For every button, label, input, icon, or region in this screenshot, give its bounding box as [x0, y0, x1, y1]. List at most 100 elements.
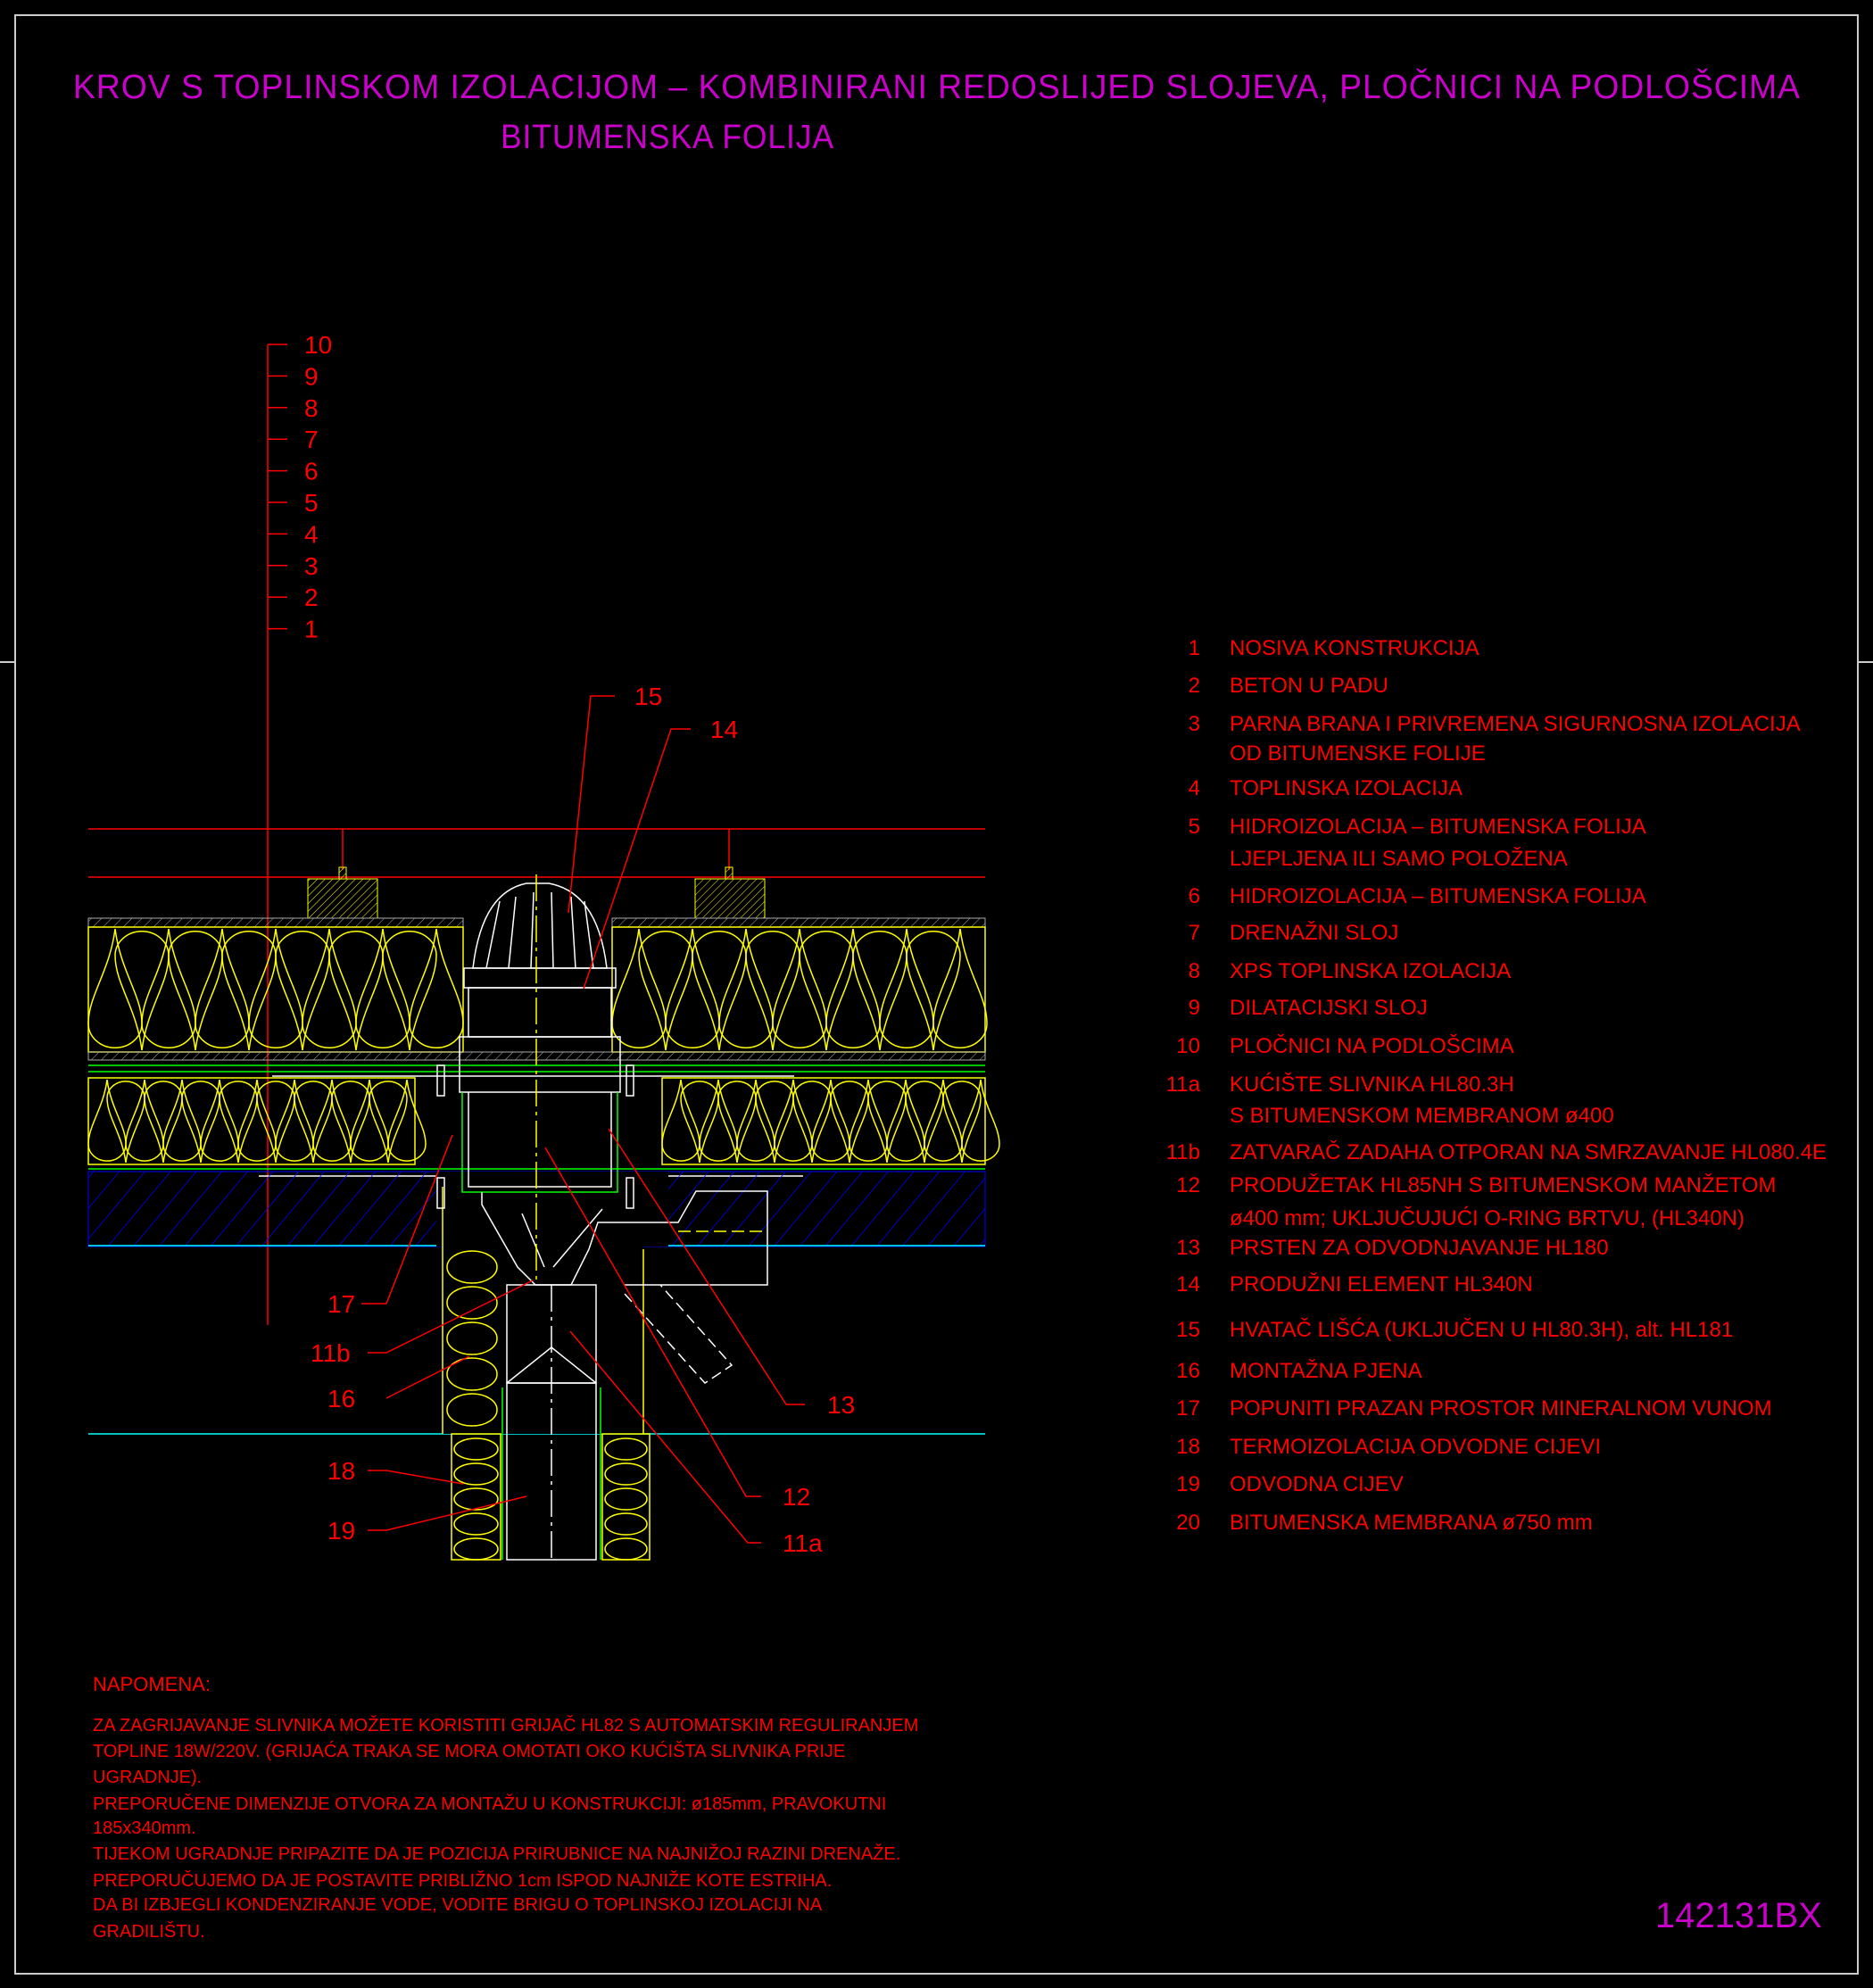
legend-item: 7 DRENAŽNI SLOJ — [1189, 921, 1399, 945]
legend-text: LJEPLJENA ILI SAMO POLOŽENA — [1230, 847, 1568, 871]
wool-loop — [718, 928, 774, 1048]
paver-support-left — [307, 878, 378, 919]
wool-loop — [879, 928, 934, 1048]
flange-clamps — [436, 1064, 634, 1209]
legend-text: BITUMENSKA MEMBRANA ø750 mm — [1230, 1511, 1593, 1535]
wool-loop — [792, 1081, 832, 1164]
wool-loop — [446, 1357, 498, 1391]
notes-heading: NAPOMENA: — [93, 1673, 211, 1695]
legend-item: 13 PRSTEN ZA ODVODNJAVANJE HL180 — [1176, 1236, 1608, 1260]
wool-loop — [328, 931, 384, 1051]
wool-loop — [830, 1081, 869, 1164]
wool-loop — [604, 1462, 648, 1486]
wool-loop — [446, 1393, 498, 1427]
wool-loop — [604, 1487, 648, 1511]
legend-number: 11b — [1166, 1140, 1200, 1164]
wool-loop — [382, 931, 437, 1051]
wool-loop — [221, 931, 277, 1051]
legend-text: HIDROIZOLACIJA – BITUMENSKA FOLIJA — [1230, 815, 1646, 839]
wool-loop — [446, 1250, 498, 1284]
legend-text: MONTAŽNA PJENA — [1230, 1359, 1422, 1383]
legend-text: HVATAČ LIŠĆA (UKLJUČEN U HL80.3H), alt. … — [1230, 1317, 1733, 1342]
legend-text: DILATACIJSKI SLOJ — [1230, 996, 1428, 1020]
wool-loop — [141, 928, 196, 1048]
wool-loop — [774, 1079, 813, 1162]
legend-number: 15 — [1176, 1318, 1200, 1342]
legend-item: 8 XPS TOPLINSKA IZOLACIJA — [1189, 959, 1512, 983]
note-line: TOPLINE 18W/220V. (GRIJAĆA TRAKA SE MORA… — [93, 1741, 845, 1761]
legend-text: POPUNITI PRAZAN PROSTOR MINERALNOM VUNOM — [1230, 1396, 1772, 1421]
legend-number: 14 — [1176, 1272, 1200, 1296]
roof-drain-section: 15 14 17 11b 16 18 19 13 12 11a — [87, 683, 1000, 1561]
legend-text: XPS TOPLINSKA IZOLACIJA — [1230, 959, 1511, 983]
wool-loop — [699, 1079, 738, 1162]
legend-number: 13 — [1176, 1236, 1200, 1260]
legend-number: 6 — [1189, 884, 1200, 908]
wool-loop — [237, 1079, 277, 1162]
scale-label: 4 — [304, 520, 319, 548]
legend-text: S BITUMENSKOM MEMBRANOM ø400 — [1230, 1104, 1614, 1128]
legend-number: 20 — [1176, 1511, 1200, 1535]
wool-loop — [906, 931, 961, 1051]
legend-text: PRSTEN ZA ODVODNJAVANJE HL180 — [1230, 1236, 1609, 1260]
legend-text: ZATVARAČ ZADAHA OTPORAN NA SMRZAVANJE HL… — [1230, 1139, 1827, 1164]
legend-number: 11a — [1166, 1073, 1201, 1097]
wool-loop — [745, 931, 800, 1051]
note-line: GRADILIŠTU. — [93, 1921, 205, 1942]
legend-number: 3 — [1189, 712, 1200, 736]
wool-loop — [717, 1081, 757, 1164]
legend-number: 16 — [1176, 1359, 1200, 1383]
wool-loop — [811, 1079, 850, 1162]
note-line: DA BI IZBJEGLI KONDENZIRANJE VODE, VODIT… — [93, 1895, 823, 1915]
wool-loop — [87, 928, 143, 1048]
dilatation-layer-left — [87, 917, 464, 928]
leader-lines — [361, 695, 805, 1544]
wool-loop — [453, 1437, 499, 1461]
notes: NAPOMENA: ZA ZAGRIJAVANJE SLIVNIKA MOŽET… — [93, 1673, 918, 1942]
wool-loop — [453, 1462, 499, 1486]
wool-loop — [248, 928, 303, 1048]
wool-loop — [369, 1081, 408, 1164]
wool-loop — [312, 1079, 352, 1162]
wool-loop — [924, 1079, 963, 1162]
scale-label: 3 — [304, 552, 319, 580]
legend-text: DRENAŽNI SLOJ — [1230, 921, 1398, 945]
wool-loop — [638, 931, 693, 1051]
wool-loop — [195, 928, 250, 1048]
scale-label: 9 — [304, 362, 319, 390]
dilatation-layer-right — [611, 917, 986, 928]
callout-17: 17 — [327, 1290, 355, 1318]
note-line: PREPORUČUJEMO DA JE POSTAVITE PRIBLIŽNO … — [93, 1870, 832, 1891]
scale-label: 6 — [304, 458, 319, 485]
mineral-wool-fill — [446, 1250, 498, 1427]
legend-text: PRODUŽETAK HL85NH S BITUMENSKOM MANŽETOM — [1230, 1173, 1777, 1197]
legend-number: 7 — [1189, 921, 1200, 945]
wool-loop — [294, 1081, 333, 1164]
legend-number: 17 — [1176, 1396, 1200, 1421]
legend-item: 11b ZATVARAČ ZADAHA OTPORAN NA SMRZAVANJE… — [1166, 1139, 1827, 1164]
legend-number: 8 — [1189, 959, 1200, 983]
wool-loop — [665, 928, 720, 1048]
wool-loop — [331, 1081, 370, 1164]
wool-loop — [849, 1079, 888, 1162]
wool-loop — [932, 928, 988, 1048]
wool-loop — [114, 931, 170, 1051]
wool-loop — [302, 928, 357, 1048]
wool-loop — [611, 928, 667, 1048]
legend-text: HIDROIZOLACIJA – BITUMENSKA FOLIJA — [1230, 884, 1646, 908]
wool-loop — [275, 1079, 314, 1162]
wool-loop — [961, 1079, 1000, 1162]
wool-loop — [604, 1512, 648, 1536]
wool-loop — [453, 1537, 499, 1561]
callout-11a: 11a — [783, 1529, 823, 1557]
sheet-border — [14, 14, 1859, 1975]
